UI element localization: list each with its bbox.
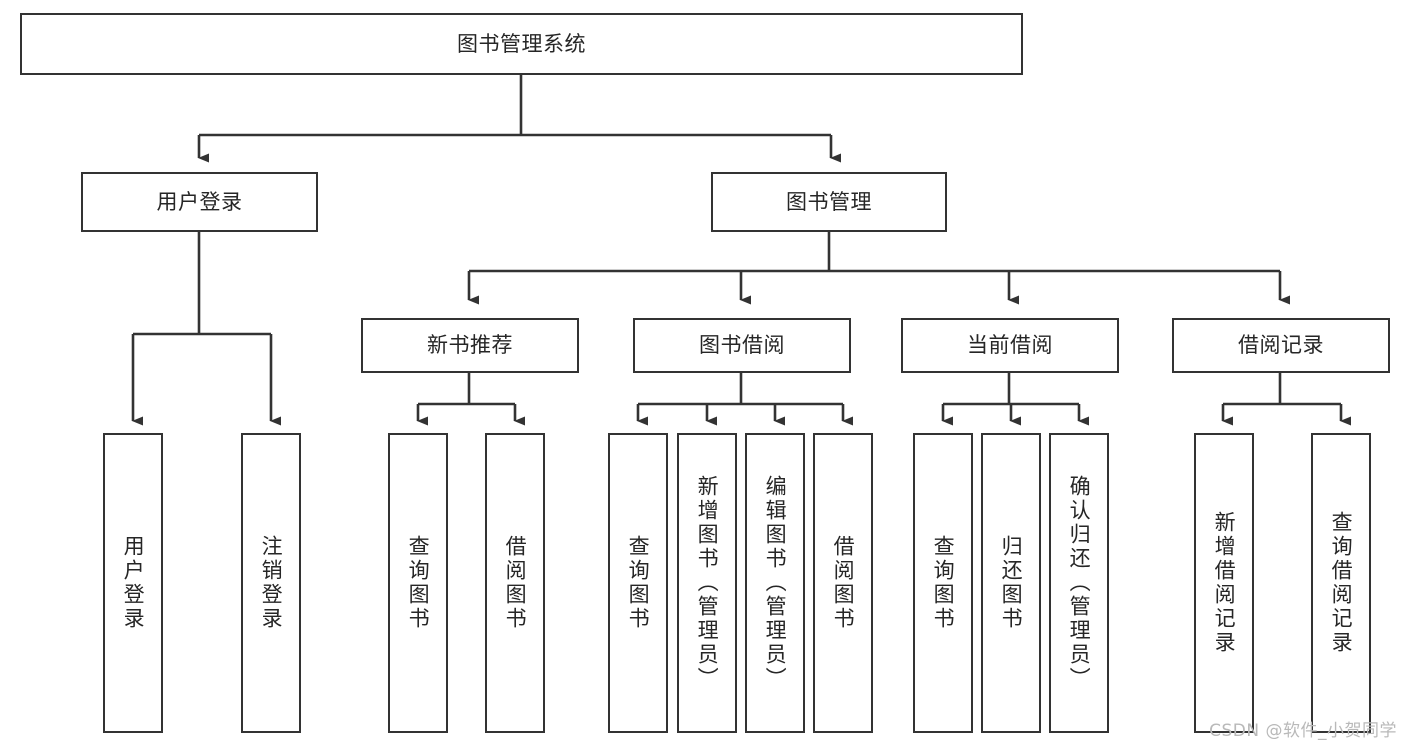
node-leaf-user-login-2-label: 注销登录: [259, 535, 284, 631]
node-user-login-label: 用户登录: [156, 189, 243, 214]
node-leaf-current-borrow-2[interactable]: 归还图书: [981, 433, 1041, 733]
node-leaf-book-borrow-4[interactable]: 借阅图书: [813, 433, 873, 733]
node-leaf-current-borrow-1-label: 查询图书: [931, 535, 956, 631]
node-user-login[interactable]: 用户登录: [81, 172, 318, 232]
node-leaf-book-borrow-3[interactable]: 编辑图书（管理员）: [745, 433, 805, 733]
node-borrow-record-label: 借阅记录: [1238, 333, 1324, 358]
node-leaf-current-borrow-3[interactable]: 确认归还（管理员）: [1049, 433, 1109, 733]
node-book-borrow-label: 图书借阅: [699, 333, 785, 358]
node-root-label: 图书管理系统: [457, 31, 586, 56]
node-leaf-book-borrow-1-label: 查询图书: [626, 535, 651, 631]
node-leaf-book-borrow-4-label: 借阅图书: [831, 535, 856, 631]
node-leaf-book-borrow-1[interactable]: 查询图书: [608, 433, 668, 733]
node-leaf-current-borrow-1[interactable]: 查询图书: [913, 433, 973, 733]
node-leaf-user-login-1[interactable]: 用户登录: [103, 433, 163, 733]
node-leaf-current-borrow-2-label: 归还图书: [999, 535, 1024, 631]
node-leaf-new-book-2[interactable]: 借阅图书: [485, 433, 545, 733]
node-leaf-book-borrow-3-label: 编辑图书（管理员）: [763, 475, 788, 691]
node-leaf-current-borrow-3-label: 确认归还（管理员）: [1067, 475, 1092, 691]
node-book-manage[interactable]: 图书管理: [711, 172, 947, 232]
node-new-book-recommend[interactable]: 新书推荐: [361, 318, 579, 373]
node-book-manage-label: 图书管理: [786, 189, 872, 214]
node-leaf-borrow-record-1[interactable]: 新增借阅记录: [1194, 433, 1254, 733]
node-new-book-recommend-label: 新书推荐: [427, 333, 513, 358]
node-leaf-user-login-2[interactable]: 注销登录: [241, 433, 301, 733]
node-root[interactable]: 图书管理系统: [20, 13, 1023, 75]
node-leaf-new-book-1-label: 查询图书: [406, 535, 431, 631]
node-leaf-borrow-record-1-label: 新增借阅记录: [1212, 511, 1237, 655]
node-leaf-book-borrow-2-label: 新增图书（管理员）: [695, 475, 720, 691]
node-borrow-record[interactable]: 借阅记录: [1172, 318, 1390, 373]
node-leaf-user-login-1-label: 用户登录: [121, 535, 146, 631]
node-book-borrow[interactable]: 图书借阅: [633, 318, 851, 373]
node-leaf-new-book-2-label: 借阅图书: [503, 535, 528, 631]
node-current-borrow[interactable]: 当前借阅: [901, 318, 1119, 373]
node-leaf-new-book-1[interactable]: 查询图书: [388, 433, 448, 733]
node-current-borrow-label: 当前借阅: [967, 333, 1053, 358]
node-leaf-book-borrow-2[interactable]: 新增图书（管理员）: [677, 433, 737, 733]
connector-lines: [131, 75, 1351, 426]
node-leaf-borrow-record-2[interactable]: 查询借阅记录: [1311, 433, 1371, 733]
node-leaf-borrow-record-2-label: 查询借阅记录: [1329, 511, 1354, 655]
